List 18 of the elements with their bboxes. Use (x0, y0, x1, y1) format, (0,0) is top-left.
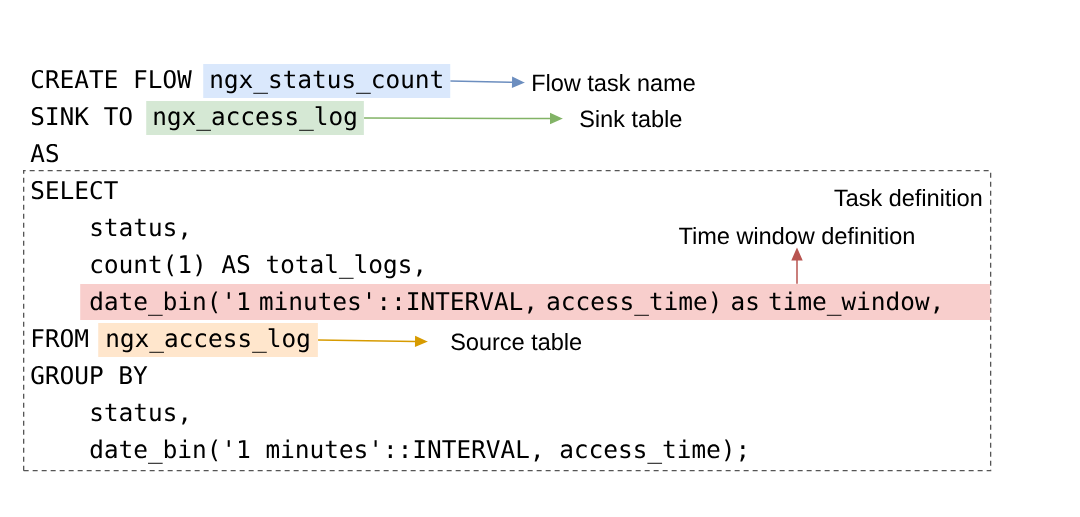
code-text: CREATE FLOW (31, 69, 192, 89)
code-line: FROM (33, 328, 88, 348)
code-text: SINK TO (31, 106, 132, 126)
highlighted-code: ngx_access_log (146, 101, 364, 135)
code-line: status, (91, 403, 187, 425)
annotation-text: Flow task name (533, 74, 695, 92)
code-line: status, (91, 218, 187, 240)
code-text: AS (30, 143, 58, 163)
code-line: SELECT (31, 180, 118, 200)
annotation-text: Source table (451, 333, 582, 351)
highlighted-code: ngx_status_count (203, 64, 451, 98)
annotation-text: Time window definition (679, 227, 914, 245)
code-line: count(1) AS total_logs, (91, 254, 422, 279)
annotation-text: Sink table (580, 110, 682, 128)
highlighted-code: ngx_access_log (98, 323, 318, 357)
frame-title: Task definition (834, 189, 982, 207)
code-line: date_bin('1 minutes'::INTERVAL, access_time); (90, 439, 745, 464)
code-line: GROUP BY (31, 365, 148, 385)
